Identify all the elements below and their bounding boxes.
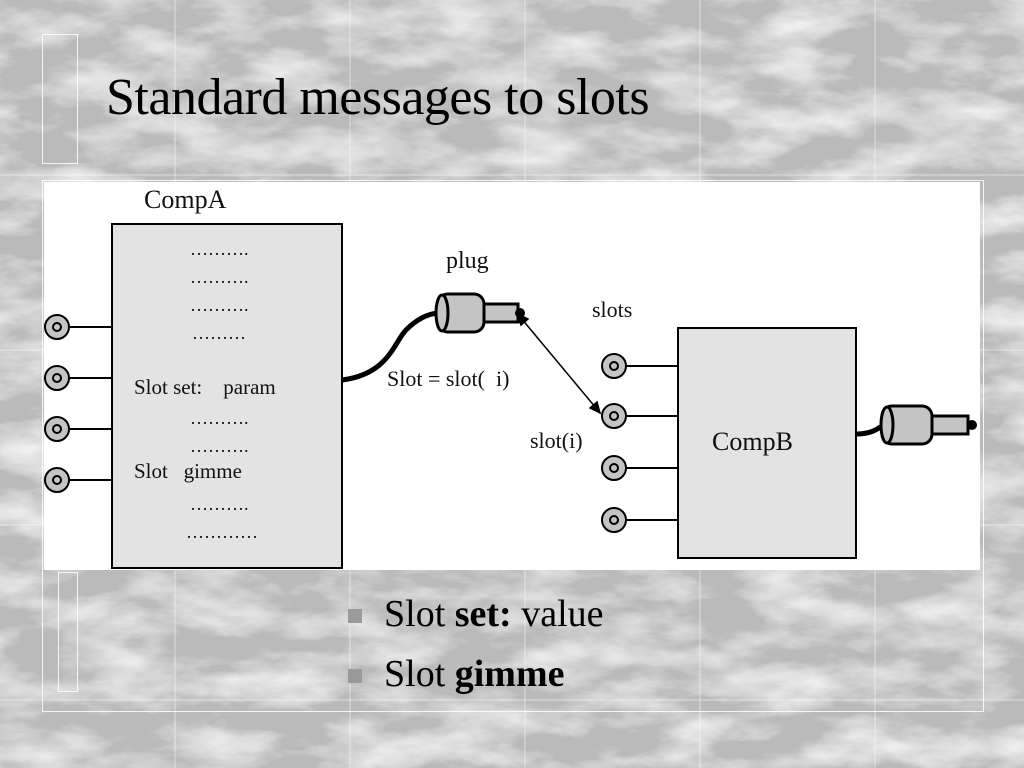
bullet-keyword: set: [454,593,512,635]
comp-a-line-9: ………. [190,494,249,514]
slot-socket-icon [601,507,627,533]
plug-cable [341,310,439,383]
comp-a-slot-gimme: Slot gimme [134,459,242,483]
slot-i-label: slot(i) [530,428,583,453]
component-diagram: CompA ………. ………. ………. ……… Slot set: param… [44,182,980,570]
comp-a-slot-set: Slot set: param [134,375,276,399]
frame-accent-top [42,34,78,164]
output-plug-icon [879,404,977,446]
comp-b-label: CompB [712,427,793,456]
bullet-item-set: Slot set: value [348,584,604,644]
comp-a-line-1: ………. [190,239,249,259]
bullet-keyword: gimme [454,653,565,695]
bullet-item-gimme: Slot gimme [348,644,604,704]
comp-a-box [111,223,343,569]
slot-socket-icon [601,455,627,481]
slot-assignment-label: Slot = slot( i) [387,366,509,391]
comp-a-line-6: ………. [190,408,249,428]
comp-a-label: CompA [144,185,227,214]
connection-arrow [516,312,602,415]
frame-accent-bottom [58,572,78,692]
plug-icon [434,292,525,334]
comp-a-line-7: ………. [190,436,249,456]
square-bullet-icon [348,609,362,623]
plug-label: plug [446,248,489,274]
frame-content-border [42,180,984,712]
comp-a-line-2: ………. [190,267,249,287]
bullet-suffix: value [511,593,604,635]
bullet-prefix: Slot [384,593,455,635]
slot-socket-icon [44,365,70,391]
slots-label: slots [592,297,632,322]
slot-socket-icon [601,353,627,379]
slide-title: Standard messages to slots [106,69,650,126]
bullet-prefix: Slot [384,653,455,695]
comp-a-line-3: ………. [190,295,249,315]
slot-socket-icon [44,314,70,340]
bullet-text: Slot set: value [384,584,604,644]
output-cable [855,423,884,437]
comp-a-line-10: ………… [186,522,258,542]
comp-a-slots [44,314,112,493]
comp-b-slots [601,353,678,533]
comp-a-line-4: ……… [192,323,246,343]
comp-b-box [677,327,857,559]
slot-socket-icon [44,467,70,493]
square-bullet-icon [348,669,362,683]
slot-socket-icon [601,403,627,429]
bullet-list: Slot set: value Slot gimme [348,584,604,704]
bullet-text: Slot gimme [384,644,564,704]
slot-socket-icon [44,416,70,442]
